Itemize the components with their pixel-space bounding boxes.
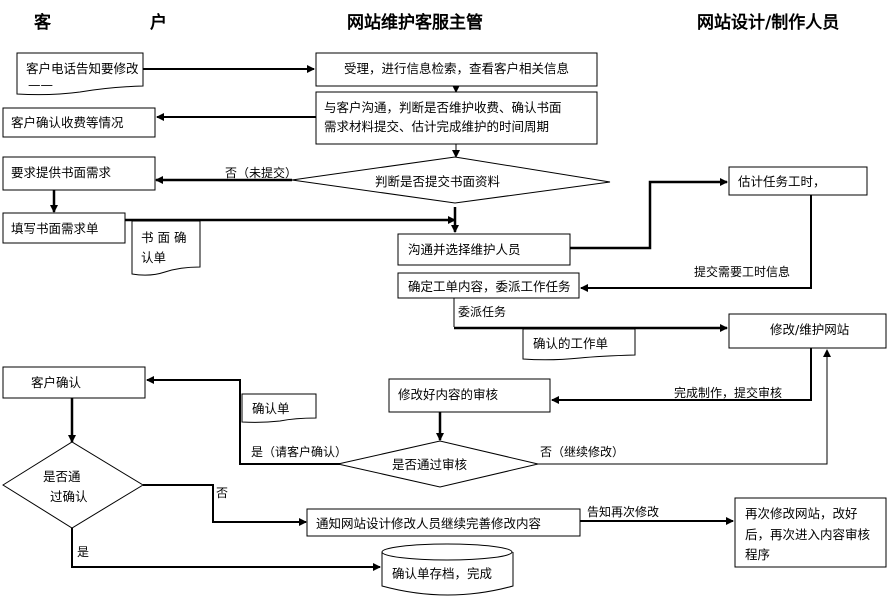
label-notify-modify-again: 告知再次修改 — [587, 504, 659, 519]
node-accept: 受理，进行信息检索，查看客户相关信息 — [315, 52, 598, 87]
node-text: 认单 — [141, 250, 166, 265]
node-text: 后，再次进入内容审核 — [745, 527, 871, 542]
node-text: 书 面 确 — [141, 230, 186, 245]
node-notify-designer: 通知网站设计修改人员继续完善修改内容 — [306, 508, 581, 537]
header-designer: 网站设计/制作人员 — [697, 12, 839, 33]
node-confirmed-work-order: 确认的工作单 — [522, 328, 636, 361]
document-shape — [131, 220, 201, 276]
node-text: 修改/维护网站 — [770, 322, 849, 337]
node-text: —— — [28, 77, 53, 92]
node-modify-again: 再次修改网站，改好 后，再次进入内容审核 程序 — [734, 497, 887, 568]
node-phone-notice: 客户电话告知要修改 —— — [16, 52, 144, 96]
label-yes-customer-confirm: 是（请客户确认） — [251, 444, 347, 459]
node-text: 修改好内容的审核 — [398, 387, 499, 402]
node-estimate-hours: 估计任务工时， — [728, 166, 868, 196]
node-pass-confirm: 是否通 过确认 — [2, 441, 144, 529]
edge-pass-confirm-no-to-notify — [143, 484, 307, 526]
edge-estimate-to-assign — [580, 195, 812, 292]
node-request-written: 要求提供书面需求 — [2, 156, 156, 191]
label-no: 否 — [216, 486, 228, 500]
node-fill-form: 填写书面需求单 — [2, 212, 126, 244]
node-text: 估计任务工时， — [738, 174, 826, 189]
node-text: 通知网站设计修改人员继续完善修改内容 — [316, 516, 541, 531]
node-confirm-doc: 确认单 — [241, 393, 317, 423]
node-text: 程序 — [745, 547, 770, 562]
node-select-staff: 沟通并选择维护人员 — [397, 233, 571, 266]
node-text: 受理，进行信息检索，查看客户相关信息 — [344, 61, 569, 76]
document-shape — [16, 52, 144, 96]
node-review-content: 修改好内容的审核 — [388, 378, 551, 413]
node-text: 客户确认收费等情况 — [11, 115, 124, 130]
document-shape — [522, 328, 636, 361]
node-text: 确认的工作单 — [533, 336, 608, 351]
node-archive: 确认单存档，完成 — [381, 543, 514, 596]
node-written-confirm-doc: 书 面 确 认单 — [131, 220, 201, 276]
cylinder-top — [381, 543, 513, 561]
node-text: 是否通过审核 — [392, 457, 468, 472]
label-no-not-submitted: 否（未提交） — [225, 165, 297, 180]
node-confirm-fee: 客户确认收费等情况 — [2, 107, 156, 138]
header-supervisor: 网站维护客服主管 — [347, 12, 483, 33]
node-text: 填写书面需求单 — [11, 221, 99, 236]
node-text: 要求提供书面需求 — [11, 165, 112, 180]
node-pass-review: 是否通过审核 — [337, 440, 539, 488]
node-text: 确认单 — [252, 401, 290, 416]
edge-pass-yes-to-customer — [146, 376, 344, 465]
edge-pass-confirm-yes-to-archive — [71, 528, 381, 571]
node-text: 客户确认 — [31, 375, 82, 390]
cylinder-body — [381, 552, 514, 596]
edge-modify-to-review — [551, 348, 812, 404]
node-judge-submit: 判断是否提交书面资料 — [291, 156, 611, 204]
node-modify-site: 修改/维护网站 — [728, 313, 887, 349]
node-text: 确定工单内容，委派工作任务 — [408, 279, 571, 294]
node-assign-task: 确定工单内容，委派工作任务 — [397, 272, 580, 299]
node-text: 需求材料提交、估计完成维护的时间周期 — [324, 119, 549, 134]
node-communicate: 与客户沟通，判断是否维护收费、确认书面 需求材料提交、估计完成维护的时间周期 — [315, 91, 598, 145]
header-customer-right: 户 — [150, 12, 167, 33]
header-customer-left: 客 — [33, 12, 52, 33]
node-customer-confirm: 客户确认 — [2, 366, 146, 399]
node-text: 判断是否提交书面资料 — [375, 174, 501, 189]
node-text: 确认单存档，完成 — [392, 566, 492, 581]
label-yes: 是 — [77, 545, 89, 559]
edge-pass-no-to-modify — [538, 349, 831, 465]
node-text: 是否通 — [43, 469, 81, 484]
node-text: 再次修改网站，改好 — [745, 506, 858, 521]
edge-select-to-estimate — [570, 178, 728, 250]
node-text: 与客户沟通，判断是否维护收费、确认书面 — [324, 100, 562, 115]
label-submit-hours-info: 提交需要工时信息 — [694, 264, 790, 279]
document-shape — [241, 393, 317, 423]
label-assign: 委派任务 — [458, 304, 506, 319]
label-done-submit-review: 完成制作，提交审核 — [674, 385, 782, 400]
label-no-continue-modify: 否（继续修改） — [540, 444, 624, 459]
node-text: 客户电话告知要修改 — [26, 61, 139, 76]
node-text: 沟通并选择维护人员 — [408, 242, 521, 257]
node-text: 过确认 — [50, 489, 88, 504]
